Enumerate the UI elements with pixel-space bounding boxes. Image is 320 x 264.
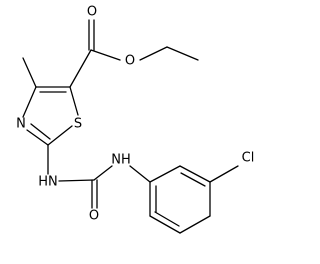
bond-n3-c2-a bbox=[26, 129, 49, 146]
bond-ph5-ph6-b bbox=[154, 211, 180, 227]
bond-nh-left-curea bbox=[58, 179, 95, 182]
bond-c5-cester bbox=[69, 49, 92, 88]
bond-nh-right-phenyl bbox=[129, 165, 151, 183]
bond-n3-c2-b bbox=[30, 123, 51, 140]
bond-ph2-ph3-b bbox=[180, 172, 206, 187]
bonds bbox=[22, 19, 239, 234]
bond-oether-ch2 bbox=[139, 46, 168, 61]
bond-ph1-ph2 bbox=[149, 165, 181, 183]
atom-nh-right: NH bbox=[111, 153, 131, 168]
bond-ph4-ph5 bbox=[179, 215, 211, 234]
bond-ph3-cl bbox=[209, 165, 239, 183]
atom-cl: Cl bbox=[242, 151, 255, 166]
atom-labels: O O N S HN NH O Cl bbox=[16, 5, 254, 224]
structure-svg: O O N S HN NH O Cl bbox=[16, 5, 254, 234]
atom-s-thiazole: S bbox=[74, 117, 82, 132]
bond-s1-c5 bbox=[69, 86, 79, 116]
bond-c2-s1 bbox=[47, 125, 73, 146]
atom-o-urea: O bbox=[89, 209, 99, 224]
bond-curea-nh-right bbox=[93, 165, 113, 181]
bond-ch2-ch3 bbox=[166, 46, 199, 61]
bond-ph2-ph3-a bbox=[179, 165, 211, 183]
bond-c4-methyl bbox=[22, 57, 37, 88]
bond-c4-n3 bbox=[22, 86, 37, 118]
molecule-diagram: O O N S HN NH O Cl bbox=[16, 5, 254, 234]
bond-ph5-ph6-a bbox=[149, 215, 181, 234]
atom-o-ether: O bbox=[125, 54, 135, 69]
atom-o-carbonyl-ester: O bbox=[87, 5, 97, 20]
atom-nh-left: HN bbox=[38, 175, 58, 190]
bond-cester-oether bbox=[90, 49, 121, 61]
atom-n-thiazole: N bbox=[16, 117, 26, 132]
